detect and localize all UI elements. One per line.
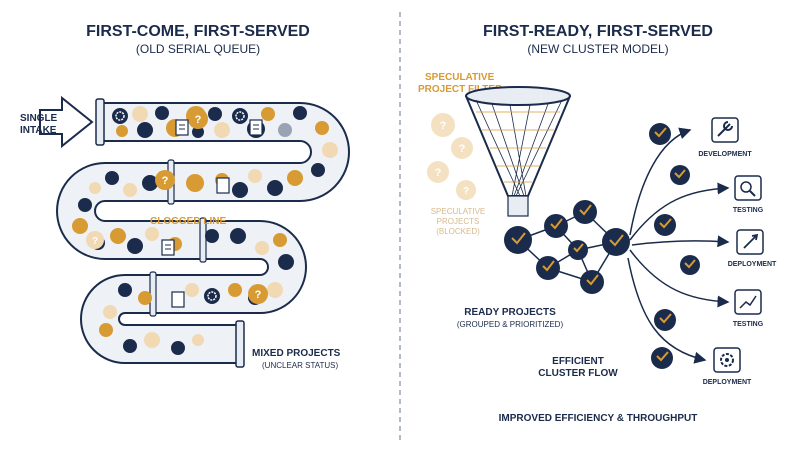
mixed-projects-sub: (UNCLEAR STATUS) (262, 361, 338, 370)
svg-text:?: ? (255, 289, 262, 301)
flow-label-line2: CLUSTER FLOW (538, 368, 618, 379)
question-icon: ? ? ? ? (86, 109, 268, 304)
check-icon (654, 127, 696, 362)
left-title: FIRST-COME, FIRST-SERVED (86, 23, 310, 40)
filter-label-line2: PROJECT FILTER (418, 84, 503, 95)
destination-label-4: TESTING (733, 321, 764, 328)
svg-text:?: ? (92, 236, 98, 247)
svg-text:?: ? (440, 120, 447, 132)
flow-arrows (627, 127, 730, 364)
svg-text:?: ? (195, 114, 202, 126)
blocked-projects: ? ? ? ? (427, 113, 476, 200)
speculative-line3: (BLOCKED) (436, 227, 480, 236)
arrow-right-icon (39, 95, 94, 149)
chart-icon (734, 289, 762, 315)
destination-label-5: DEPLOYMENT (703, 379, 752, 386)
serial-queue-pipe (56, 98, 350, 368)
rocket-icon (736, 229, 764, 255)
svg-text:?: ? (435, 167, 442, 179)
left-subtitle: (OLD SERIAL QUEUE) (136, 42, 260, 56)
magnifier-icon (734, 175, 762, 201)
svg-text:?: ? (463, 186, 469, 197)
speculative-line1: SPECULATIVE (431, 207, 486, 216)
gear-icon (713, 347, 741, 373)
svg-text:?: ? (162, 175, 169, 187)
filter-label-line1: SPECULATIVE (425, 72, 495, 83)
right-subtitle: (NEW CLUSTER MODEL) (527, 42, 668, 56)
flow-label-line1: EFFICIENT (552, 356, 604, 367)
mixed-projects-label: MIXED PROJECTS (252, 348, 341, 359)
svg-text:?: ? (459, 143, 466, 155)
destination-label-1: DEVELOPMENT (698, 151, 752, 158)
gear-icon (115, 111, 245, 301)
footer-label: IMPROVED EFFICIENCY & THROUGHPUT (499, 413, 698, 424)
check-icon (511, 204, 624, 286)
destination-label-2: TESTING (733, 207, 764, 214)
document-icon (161, 119, 263, 308)
intake-label-line2: INTAKE (20, 125, 57, 136)
speculative-line2: PROJECTS (437, 217, 480, 226)
speculative-filter-funnel (465, 86, 571, 217)
ready-projects-label: READY PROJECTS (464, 307, 556, 318)
ready-projects-sub: (GROUPED & PRIORITIZED) (457, 320, 564, 329)
wrench-icon (711, 117, 739, 143)
destination-label-3: DEPLOYMENT (728, 261, 777, 268)
right-title: FIRST-READY, FIRST-SERVED (483, 23, 713, 40)
intake-label-line1: SINGLE (20, 113, 58, 124)
clogged-line-label: CLOGGED LINE (150, 216, 226, 227)
